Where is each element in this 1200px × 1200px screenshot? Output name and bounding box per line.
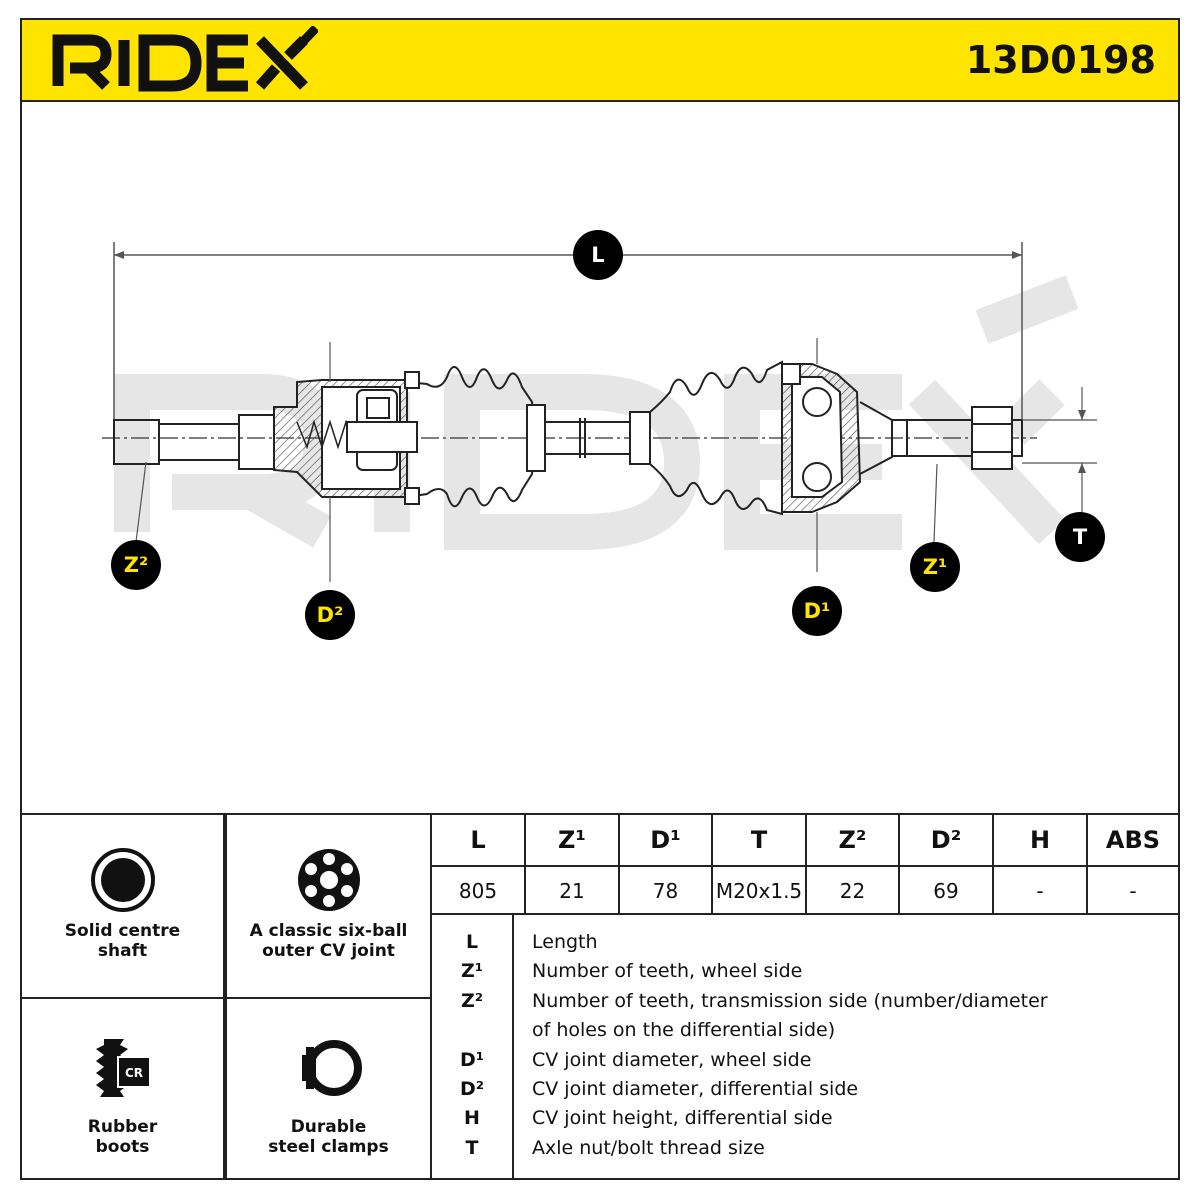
legend-text: Number of teeth, transmission side (numb… [532, 990, 1048, 1012]
spec-header-ABS: ABS [1105, 826, 1161, 854]
page-frame [20, 18, 1180, 1180]
legend-symbol: D² [459, 1078, 485, 1100]
badge-L: L [573, 230, 623, 280]
badge-Z1: Z¹ [910, 542, 960, 592]
legend-text: Number of teeth, wheel side [532, 960, 803, 982]
spec-value-ABS: - [1129, 879, 1137, 903]
six-ball-joint-icon [227, 847, 430, 917]
header-bar: 13D0198 [22, 20, 1178, 102]
spec-header-L: L [470, 826, 486, 854]
badge-D2: D² [305, 590, 355, 640]
drive-shaft-drawing: L T Z² D² D¹ Z¹ [22, 102, 1178, 812]
technical-diagram [102, 242, 1097, 582]
legend-symbol: D¹ [459, 1049, 485, 1071]
legend-text: CV joint diameter, wheel side [532, 1049, 812, 1071]
steel-clamp-icon [227, 1035, 430, 1105]
spec-value-D2: 69 [933, 879, 959, 903]
legend-symbol: Z² [460, 990, 484, 1012]
legend-text: CV joint height, differential side [532, 1107, 833, 1129]
part-number: 13D0198 [965, 38, 1156, 82]
spec-header-D2: D² [930, 826, 962, 854]
legend-symbol: L [465, 931, 479, 953]
solid-shaft-icon [22, 847, 223, 917]
spec-header-T: T [750, 826, 768, 854]
spec-value-L: 805 [458, 879, 498, 903]
legend-text: Length [532, 931, 598, 953]
spec-value-H: - [1036, 879, 1044, 903]
legend-text: of holes on the differential side) [532, 1019, 836, 1041]
legend-symbol: H [464, 1107, 480, 1129]
spec-table: L Z¹ D¹ T Z² D² H ABS 805 21 78 M20x1.5 … [432, 815, 1178, 915]
spec-value-D1: 78 [652, 879, 679, 903]
badge-Z2: Z² [111, 540, 161, 590]
legend-text: CV joint diameter, differential side [532, 1078, 859, 1100]
badge-D1: D¹ [792, 586, 842, 636]
rubber-boot-cr-icon: CR [22, 1035, 223, 1105]
spec-value-T: M20x1.5 [715, 879, 803, 903]
spec-header-Z1: Z¹ [558, 826, 586, 854]
legend-symbol: T [465, 1137, 479, 1159]
cr-badge-text: CR [124, 1066, 142, 1080]
spec-header-Z2: Z² [838, 826, 867, 854]
legend-text: Axle nut/bolt thread size [532, 1137, 765, 1159]
spec-value-Z1: 21 [559, 879, 585, 903]
legend-symbol: Z¹ [460, 960, 484, 982]
badge-T: T [1055, 512, 1105, 562]
spec-value-Z2: 22 [839, 879, 866, 903]
spec-header-H: H [1029, 826, 1051, 854]
ridex-logo [48, 24, 320, 96]
spec-header-D1: D¹ [650, 826, 681, 854]
